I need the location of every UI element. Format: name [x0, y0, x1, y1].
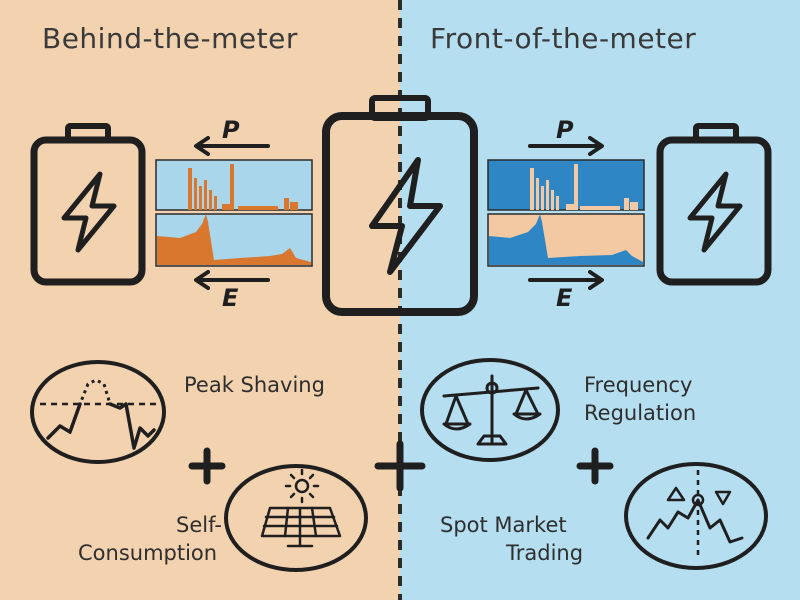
- solar-panel-icon: [224, 464, 368, 572]
- self-consumption-label-line1: Self-: [176, 513, 222, 537]
- lightning-icon: [61, 171, 117, 253]
- peak-shaving-icon: [30, 360, 166, 464]
- arrow-left-icon-power: [194, 136, 270, 156]
- power-label-right: P: [556, 116, 574, 144]
- power-profile-chart-right: [487, 159, 645, 211]
- front-of-the-meter-title: Front-of-the-meter: [430, 22, 697, 55]
- plus-icon-left: [188, 447, 226, 485]
- spot-market-label-line1: Spot Market: [440, 513, 567, 537]
- power-label-left: P: [222, 116, 240, 144]
- lightning-icon: [369, 157, 443, 275]
- sun-icon: [284, 468, 320, 504]
- plus-icon-center: [374, 440, 426, 492]
- battery-icon-left: [30, 123, 146, 286]
- battery-icon-center: [322, 95, 478, 316]
- energy-profile-chart-right: [487, 213, 645, 267]
- self-consumption-label-line2: Consumption: [78, 541, 218, 565]
- market-chart-icon: [624, 462, 768, 570]
- battery-icon-right: [656, 123, 772, 286]
- spot-market-label-line2: Trading: [506, 541, 584, 565]
- arrow-right-icon-power: [528, 136, 604, 156]
- front-of-the-meter-panel: [400, 0, 800, 600]
- lightning-icon: [687, 171, 743, 253]
- scale-icon: [420, 358, 560, 462]
- behind-the-meter-panel: [0, 0, 400, 600]
- energy-label-right: E: [556, 284, 573, 312]
- arrow-left-icon-energy: [194, 270, 270, 290]
- frequency-regulation-label-line1: Frequency: [584, 373, 693, 397]
- behind-the-meter-title: Behind-the-meter: [42, 22, 298, 55]
- energy-profile-chart-left: [155, 213, 313, 267]
- frequency-regulation-label-line2: Regulation: [584, 401, 697, 425]
- dashed-divider: [398, 0, 402, 600]
- arrow-right-icon-energy: [528, 270, 604, 290]
- peak-shaving-label: Peak Shaving: [184, 373, 325, 397]
- energy-label-left: E: [222, 284, 239, 312]
- plus-icon-right: [576, 447, 614, 485]
- power-profile-chart-left: [155, 159, 313, 211]
